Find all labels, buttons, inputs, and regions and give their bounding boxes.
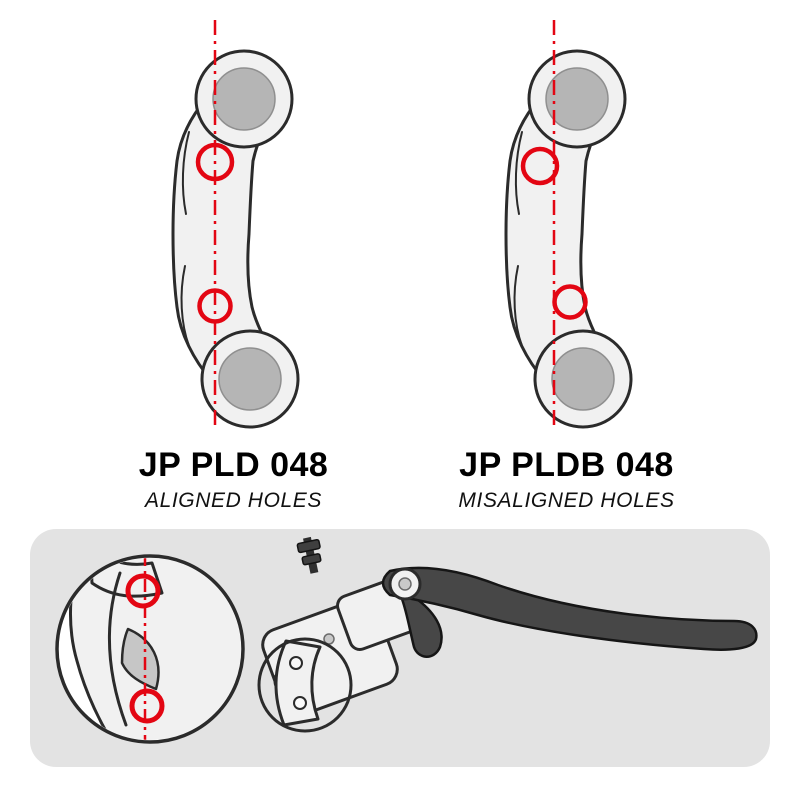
lever-inner-arm <box>400 595 443 658</box>
magnifier-rim <box>55 554 245 744</box>
adjuster-stud <box>296 536 322 574</box>
product-title-right: JP PLDB 048 <box>459 446 674 484</box>
bottom-hole-marker <box>196 288 233 324</box>
bottom-boss-bushing <box>550 347 615 411</box>
brake-lever <box>381 566 758 658</box>
top-boss-bushing <box>544 67 609 131</box>
lever-assembly-illustration <box>55 536 758 744</box>
magnified-recess <box>120 627 160 691</box>
product-subtitle-right: MISALIGNED HOLES <box>458 489 675 512</box>
bracket-contour-top <box>514 131 523 215</box>
lever-blade <box>381 566 758 651</box>
magnified-contour <box>107 571 128 727</box>
aligned-bracket-illustration <box>171 20 299 429</box>
product-diagram-misaligned: JP PLDB 048 MISALIGNED HOLES <box>417 14 717 511</box>
top-boss-bushing <box>211 67 276 131</box>
bracket-screw <box>323 633 335 645</box>
top-hole-marker <box>195 142 234 182</box>
master-cylinder-assembly <box>261 536 424 727</box>
product-title-left: JP PLD 048 <box>138 446 329 484</box>
product-comparison-row: JP PLD 048 ALIGNED HOLES JP PLDB 048 MIS… <box>84 14 717 511</box>
misaligned-bracket-illustration <box>504 20 632 429</box>
bracket-contour-bottom <box>513 265 523 347</box>
product-subtitle-left: ALIGNED HOLES <box>144 489 323 512</box>
magnifier-detail <box>55 554 245 744</box>
magnified-hole-top <box>125 573 161 609</box>
top-hole-marker-offset <box>520 146 559 186</box>
bracket-hole-bottom <box>293 696 307 710</box>
product-diagram-aligned: JP PLD 048 ALIGNED HOLES <box>84 14 384 511</box>
application-panel <box>30 529 770 767</box>
bracket-contour-bottom <box>180 265 190 347</box>
bracket-hole-top <box>289 656 303 670</box>
mounting-bracket-plate <box>274 639 322 727</box>
bracket-contour-top <box>181 131 190 215</box>
detail-callout-circle <box>257 637 353 733</box>
stud-nut-bottom <box>301 553 322 566</box>
bottom-boss-bushing <box>217 347 282 411</box>
pivot-bolt <box>398 577 412 591</box>
stud-nut-top <box>296 538 321 554</box>
magnified-hole-bottom <box>129 688 165 724</box>
magnified-bracket-view <box>68 558 241 740</box>
bottom-hole-marker-offset <box>551 284 588 320</box>
